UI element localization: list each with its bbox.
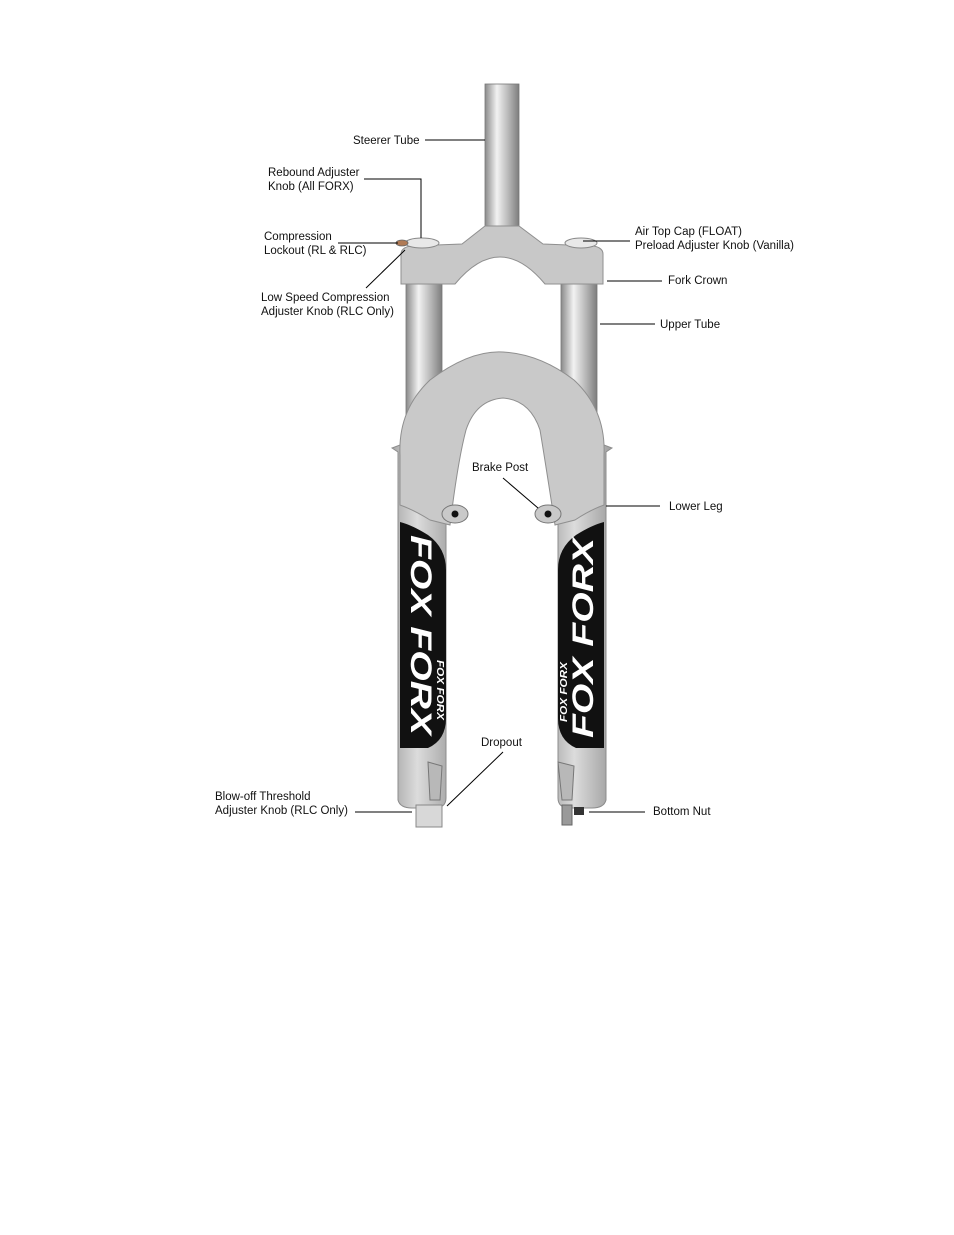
label-upper-tube: Upper Tube <box>660 319 721 331</box>
leader-rebound <box>364 178 422 238</box>
bottom-nut-head <box>574 807 584 815</box>
air-top-cap <box>564 237 598 249</box>
leader-dropout <box>446 751 504 807</box>
rebound-knob <box>404 237 440 249</box>
label-brake-post: Brake Post <box>472 462 529 474</box>
label-air-top-cap: Air Top Cap (FLOAT)Preload Adjuster Knob… <box>635 226 794 252</box>
brake-post-right-hole <box>544 510 552 518</box>
decal-logo-small-right: FOX FORX <box>559 660 570 722</box>
decal-left <box>400 522 446 748</box>
dropout-right <box>557 761 575 801</box>
blowoff-knob <box>415 804 443 828</box>
fork-crown <box>400 225 604 285</box>
decal-right <box>558 522 604 748</box>
leader-brake-post <box>502 477 539 509</box>
bottom-nut <box>561 804 573 826</box>
label-fork-crown: Fork Crown <box>668 275 728 287</box>
decal-logo-right: FOX FORX <box>567 535 600 738</box>
label-dropout: Dropout <box>481 737 522 749</box>
label-steerer-tube: Steerer Tube <box>353 135 420 147</box>
decal-logo-small-left: FOX FORX <box>434 660 445 722</box>
decal-logo-left: FOX FORX <box>404 535 437 738</box>
label-lower-leg: Lower Leg <box>669 501 723 513</box>
leader-lines <box>338 139 662 813</box>
dropout-left <box>427 761 443 801</box>
fork-arch <box>399 351 605 526</box>
brake-post-left-hole <box>451 510 459 518</box>
leader-low-speed <box>365 249 406 289</box>
steerer-tube <box>484 83 520 235</box>
label-bottom-nut: Bottom Nut <box>653 806 711 818</box>
